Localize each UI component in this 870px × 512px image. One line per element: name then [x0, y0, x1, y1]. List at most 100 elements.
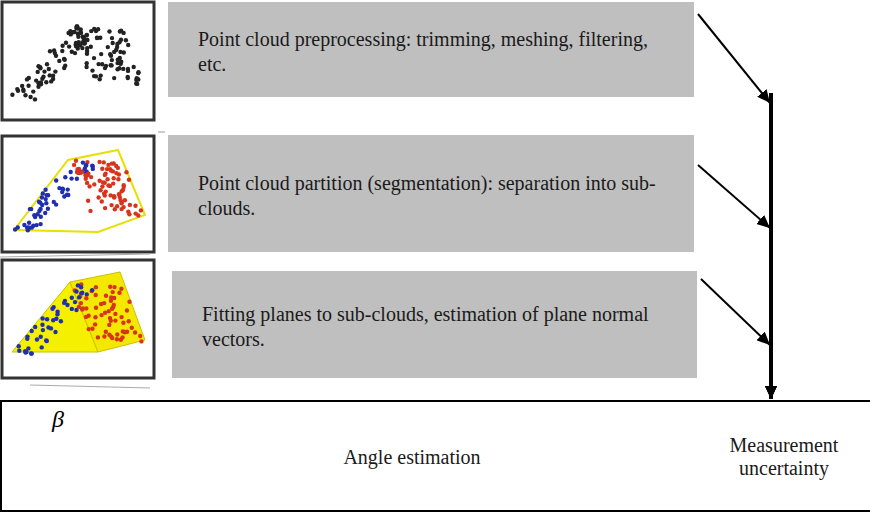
result-text: Angle estimation	[282, 446, 542, 469]
cloud-point	[136, 70, 140, 74]
cloud-point	[43, 211, 47, 215]
cloud-point	[64, 41, 68, 45]
cloud-point	[67, 44, 71, 48]
cloud-point	[85, 181, 89, 185]
cloud-point	[74, 159, 78, 163]
cloud-point	[134, 81, 138, 85]
cloud-point	[78, 294, 82, 298]
cloud-point	[92, 182, 96, 186]
cloud-point	[85, 61, 89, 65]
cloud-point	[39, 335, 43, 339]
cloud-point	[46, 207, 50, 211]
cloud-point	[115, 337, 119, 341]
cloud-point	[75, 177, 79, 181]
cloud-point	[44, 338, 48, 342]
cloud-point	[105, 177, 109, 181]
cloud-point	[121, 205, 125, 209]
cloud-point	[85, 49, 89, 53]
cloud-point	[86, 199, 90, 203]
cloud-point	[88, 209, 92, 213]
cloud-point	[80, 291, 84, 295]
cloud-point	[34, 78, 38, 82]
cloud-point	[119, 38, 123, 42]
cloud-point	[127, 319, 131, 323]
cloud-point	[136, 71, 140, 75]
cloud-point	[139, 339, 143, 343]
cloud-point	[94, 285, 98, 289]
cloud-point	[63, 299, 67, 303]
cloud-point	[106, 183, 110, 187]
cloud-point	[30, 329, 34, 333]
cloud-point	[94, 293, 98, 297]
cloud-point	[125, 308, 129, 312]
arrow-line	[698, 165, 770, 228]
cloud-point	[99, 52, 103, 56]
cloud-point	[72, 163, 76, 167]
cloud-point	[108, 316, 112, 320]
cloud-point	[113, 312, 117, 316]
cloud-point	[117, 192, 121, 196]
cloud-point	[109, 203, 113, 207]
cloud-point	[45, 317, 49, 321]
cloud-point	[93, 322, 97, 326]
flow-arrow	[701, 279, 771, 399]
cloud-point	[112, 176, 116, 180]
cloud-point	[54, 178, 58, 182]
cloud-point	[119, 338, 123, 342]
cloud-point	[81, 306, 85, 310]
cloud-point	[44, 197, 48, 201]
cloud-point	[112, 296, 116, 300]
cloud-point	[133, 330, 137, 334]
cloud-point	[79, 301, 83, 305]
cloud-point	[41, 328, 45, 332]
cloud-point	[82, 37, 86, 41]
cloud-point	[107, 29, 111, 33]
cloud-point	[44, 201, 48, 205]
cloud-point	[109, 168, 113, 172]
cloud-point	[138, 334, 142, 338]
cloud-point	[28, 95, 32, 99]
cloud-point	[53, 69, 57, 73]
cloud-point	[108, 52, 112, 56]
cloud-point	[74, 289, 78, 293]
cloud-point	[99, 73, 103, 77]
cloud-point	[84, 164, 88, 168]
cloud-point	[90, 327, 94, 331]
cloud-point	[91, 164, 95, 168]
cloud-point	[80, 46, 84, 50]
step-text: Fitting planes to sub-clouds, estimation…	[202, 302, 673, 352]
cloud-point	[69, 176, 73, 180]
plane-surface	[70, 272, 145, 352]
cloud-point	[10, 93, 14, 97]
cloud-point	[40, 203, 44, 207]
arrow-line	[698, 14, 770, 103]
cloud-point	[41, 75, 45, 79]
cloud-point	[121, 31, 125, 35]
cloud-point	[52, 305, 56, 309]
cloud-point	[38, 222, 42, 226]
cloud-point	[42, 69, 46, 73]
cloud-point	[107, 323, 111, 327]
cloud-point	[38, 207, 42, 211]
cloud-point	[33, 97, 37, 101]
flow-arrow	[698, 165, 771, 399]
cloud-point	[112, 195, 116, 199]
cloud-point	[74, 44, 78, 48]
bus-line	[769, 218, 773, 399]
cloud-point	[22, 223, 26, 227]
frame-mark	[0, 254, 150, 257]
cloud-point	[109, 335, 113, 339]
cloud-point	[96, 335, 100, 339]
cloud-point	[69, 170, 73, 174]
cloud-point	[77, 305, 81, 309]
cloud-point	[126, 43, 130, 47]
cloud-point	[79, 285, 83, 289]
cloud-point	[74, 44, 78, 48]
cloud-point	[122, 183, 126, 187]
cloud-point	[121, 67, 125, 71]
cloud-point	[139, 208, 143, 212]
cloud-point	[54, 202, 58, 206]
cloud-point	[100, 167, 104, 171]
cloud-point	[103, 172, 107, 176]
cloud-point	[119, 287, 123, 291]
